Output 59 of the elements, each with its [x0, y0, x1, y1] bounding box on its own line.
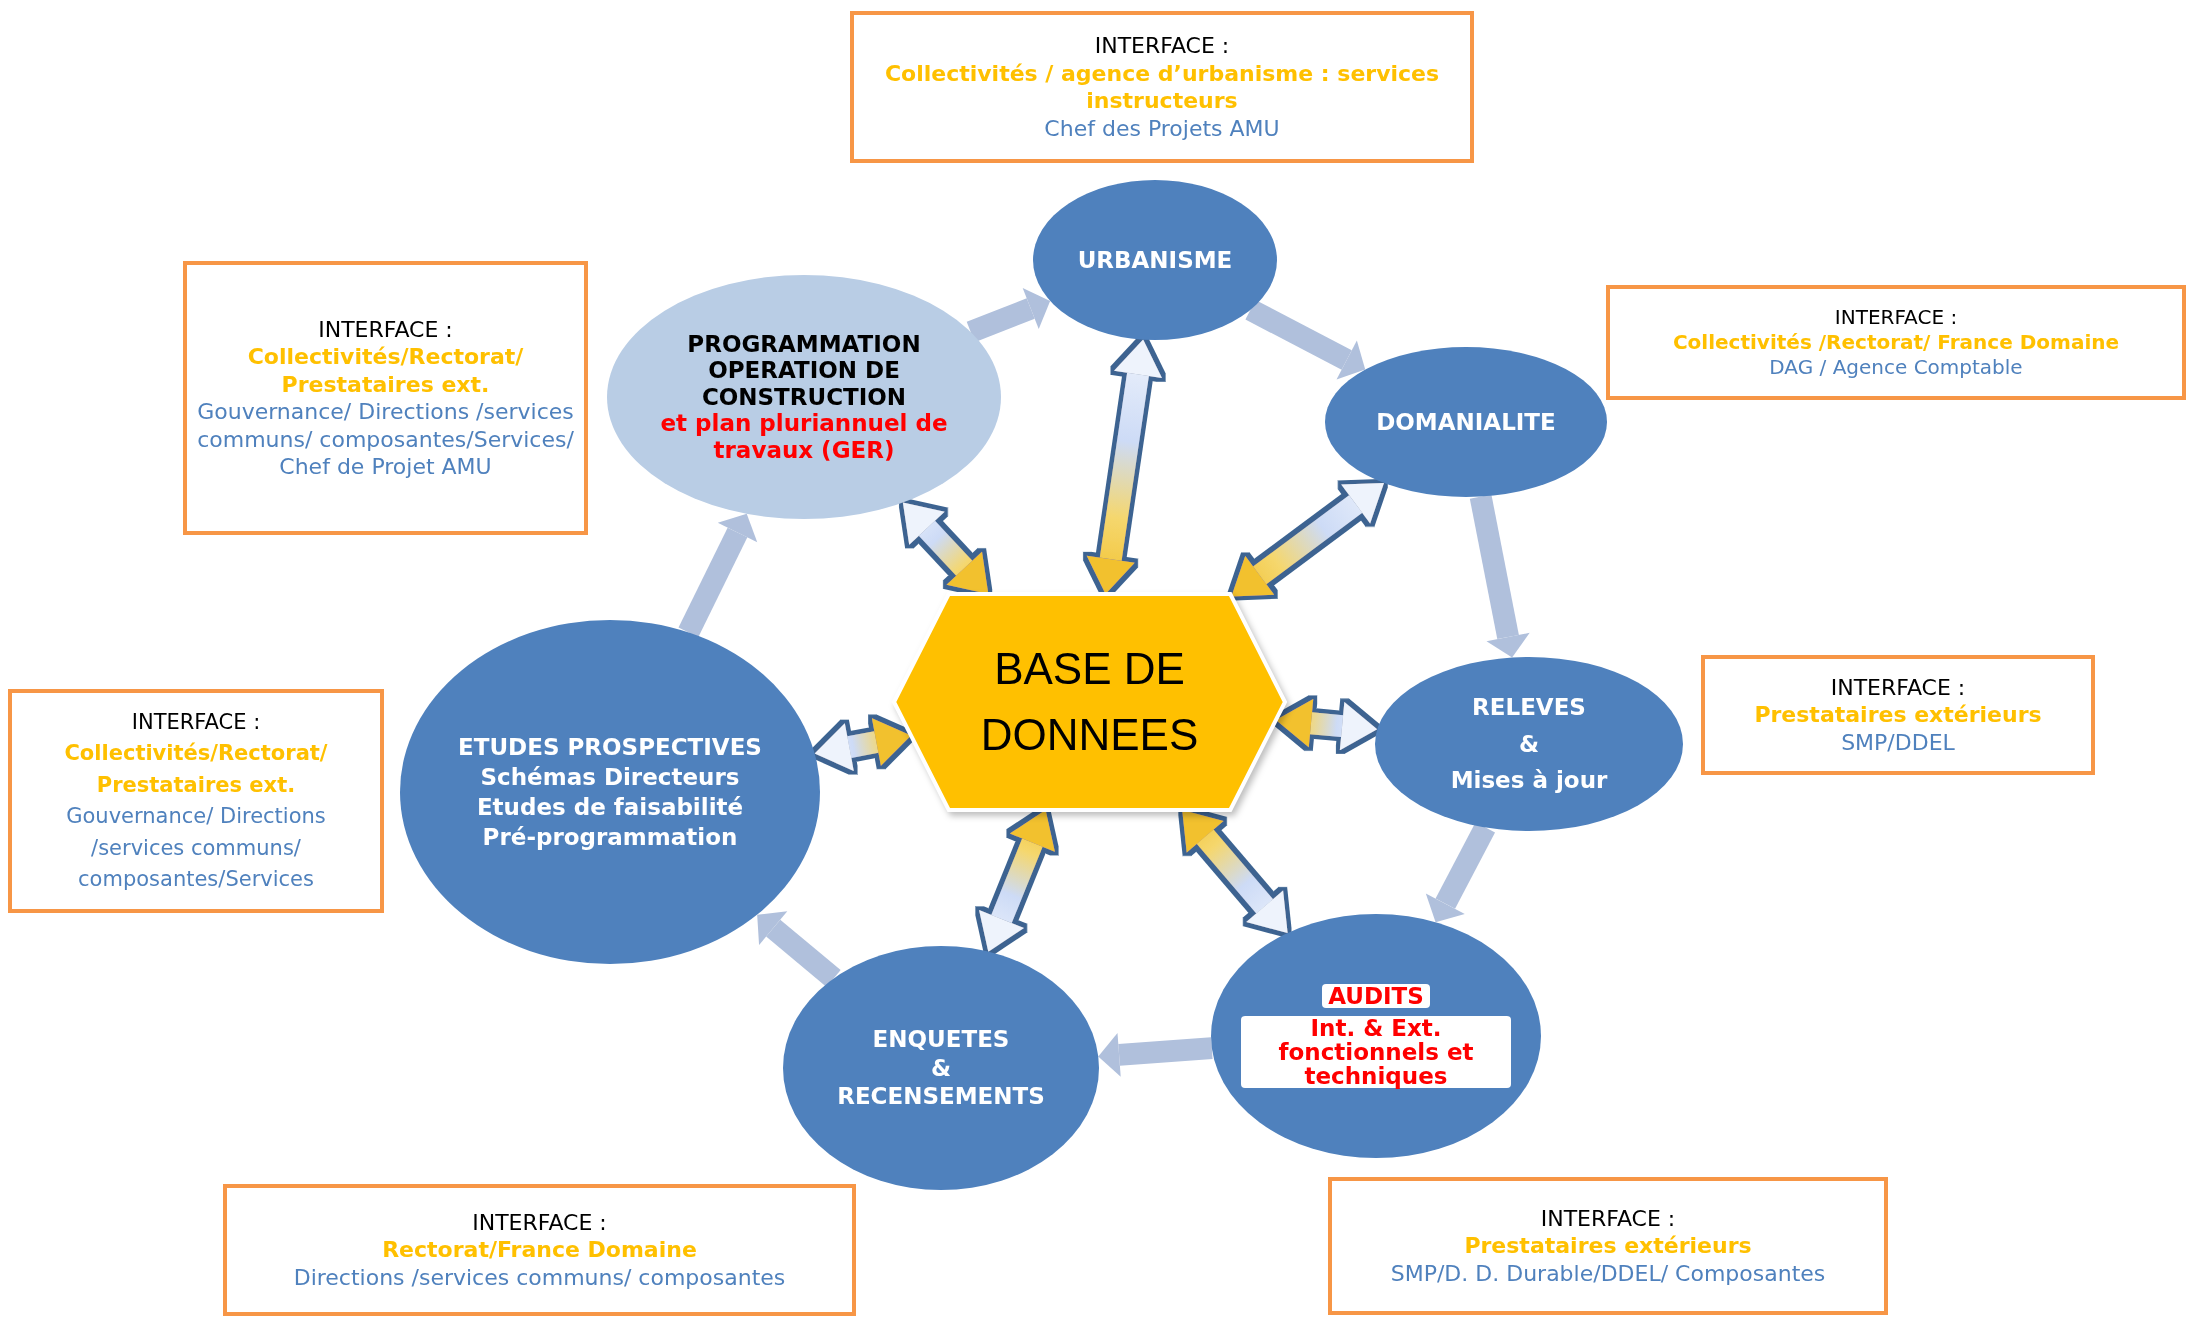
database-hexagon [894, 594, 1285, 810]
double-arrow [1182, 809, 1288, 934]
interface-text: SMP/D. D. Durable/DDEL/ Composantes [1390, 1259, 1826, 1288]
double-arrow [1275, 699, 1378, 751]
ellipse-label: Int. & Ext. fonctionnels et techniques [1241, 1015, 1511, 1089]
interface-box [1606, 285, 2186, 400]
interface-text: Prestataires extérieurs [1754, 701, 2042, 729]
interface-box [850, 11, 1474, 163]
interface-text: INTERFACE : [318, 315, 453, 343]
flow-arrow [1469, 494, 1530, 658]
flow-arrow [966, 288, 1051, 343]
flow-arrow [1098, 1032, 1213, 1077]
double-arrow [1231, 483, 1384, 597]
interface-box [1328, 1177, 1888, 1315]
interface-box [223, 1184, 856, 1316]
ellipse-label: URBANISME [1077, 245, 1233, 275]
ellipse-label: Schémas Directeurs [480, 764, 740, 789]
ellipse-label: DOMANIALITE [1376, 407, 1556, 437]
ellipse-label: & [930, 1053, 952, 1083]
interface-text: INTERFACE : [1834, 305, 1958, 330]
interface-text: Collectivités/Rectorat/ Prestataires ext. [63, 740, 329, 799]
interface-text: Collectivités / agence d’urbanisme : services instructeurs [883, 59, 1441, 115]
interface-text: INTERFACE : [1094, 32, 1230, 60]
ellipse-label: & [1518, 729, 1540, 759]
double-arrow [814, 718, 911, 771]
flow-arrow [1245, 300, 1366, 380]
interface-text: Collectivités /Rectorat/ France Domaine [1672, 330, 2120, 355]
interface-text: Directions /services communs/ composantes [293, 1263, 786, 1292]
interface-text: INTERFACE : [1830, 673, 1966, 702]
interface-text: SMP/DDEL [1841, 728, 1955, 757]
double-arrow [979, 809, 1055, 952]
interface-text: DAG / Agence Comptable [1769, 355, 2023, 380]
flow-arrow [678, 513, 758, 638]
ellipse-label: Pré-programmation [482, 825, 738, 850]
flow-arrow [757, 911, 841, 987]
ellipse-label: et plan pluriannuel de travaux (GER) [659, 410, 949, 464]
ellipse-label: AUDITS [1322, 983, 1430, 1008]
interface-text: Collectivités/Rectorat/ Prestataires ext. [246, 343, 525, 398]
interface-text: Rectorat/France Domaine [382, 1236, 697, 1264]
ellipse-label: RELEVES [1472, 692, 1586, 722]
interface-text: INTERFACE : [1540, 1204, 1676, 1233]
interface-text: INTERFACE : [472, 1208, 607, 1237]
double-arrow [1086, 339, 1162, 594]
interface-text: Gouvernance/ Directions /services communs/ composantes/Services [65, 803, 327, 893]
ellipse-label: RECENSEMENTS [837, 1082, 1045, 1112]
interface-text: INTERFACE : [131, 708, 261, 736]
interface-box [183, 261, 588, 535]
ellipse-label: ENQUETES [872, 1024, 1010, 1054]
interface-text: Prestataires extérieurs [1464, 1232, 1752, 1260]
ellipse-label: ETUDES PROSPECTIVES [458, 734, 762, 759]
ellipse-label: Etudes de faisabilité [476, 795, 744, 820]
interface-box [1701, 655, 2095, 775]
double-arrow [902, 502, 989, 595]
ellipse-label: Mises à jour [1450, 766, 1608, 796]
hexagon-label: BASE DE DONNEES [979, 643, 1200, 761]
interface-box [8, 689, 384, 913]
ellipse-label: PROGRAMMATION OPERATION DE CONSTRUCTION [686, 330, 922, 411]
interface-text: Gouvernance/ Directions /services communs/ composantes/Services/ Chef de Projet AMU [197, 398, 574, 481]
interface-text: Chef des Projets AMU [1044, 114, 1280, 142]
